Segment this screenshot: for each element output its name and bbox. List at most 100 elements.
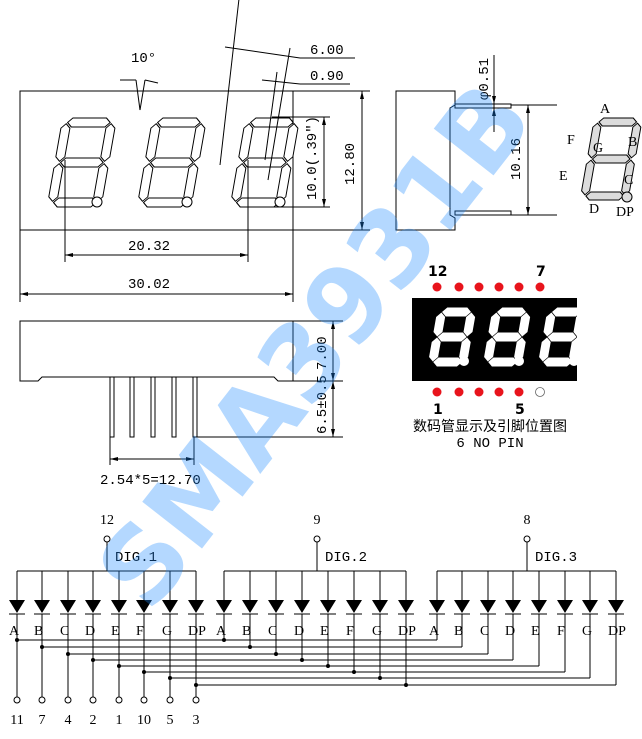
segment-d <box>488 357 518 367</box>
common-pin-terminal <box>313 535 321 543</box>
segment-c <box>183 162 199 203</box>
led-diode-dp <box>188 600 204 613</box>
segment-name: DP <box>188 624 206 639</box>
segment-name: DP <box>608 624 626 639</box>
led-diode-c <box>480 600 496 613</box>
angle-line <box>139 79 146 111</box>
arrowhead <box>526 105 530 113</box>
extension-line <box>264 71 278 161</box>
segment-g <box>492 332 522 342</box>
led-diode-a <box>216 600 232 613</box>
segment-pin-5: 5 <box>167 713 174 728</box>
arrowhead <box>331 429 335 437</box>
display-digit-3 <box>539 307 586 367</box>
digit-label: DIG.3 <box>535 550 577 566</box>
led-diode-b <box>242 600 258 613</box>
pin-dot-top <box>454 282 464 292</box>
digit-outline-3 <box>231 117 299 208</box>
display-decimal-point <box>514 356 524 366</box>
arrowhead <box>65 253 73 257</box>
segment-e <box>429 337 441 362</box>
pin-lead <box>129 376 135 438</box>
pin-label-1: 1 <box>433 402 443 418</box>
segment-label-e: E <box>559 169 568 184</box>
segment-name: E <box>531 624 540 639</box>
pin-dot-top <box>494 282 504 292</box>
led-diode-d <box>294 600 310 613</box>
dim-digit-height: 10.0(.39") <box>305 116 321 200</box>
pin-top <box>454 103 512 109</box>
extension-line <box>219 0 240 166</box>
dim-segment-thickness: 0.90 <box>310 69 344 85</box>
dim-line <box>144 79 159 84</box>
segment-name: E <box>320 624 329 639</box>
angle-line <box>135 79 141 111</box>
segment-pin-10: 10 <box>137 713 151 728</box>
dim-line <box>224 46 301 59</box>
segment-name: D <box>85 624 95 639</box>
segment-f <box>145 122 161 163</box>
segment-name: C <box>268 624 277 639</box>
led-diode-e <box>531 600 547 613</box>
common-pin-9: 9 <box>314 513 321 528</box>
display-digit-1 <box>429 307 476 367</box>
segment-label-a: A <box>600 102 611 117</box>
pin-dot-top <box>432 282 442 292</box>
pin-dot-bottom <box>474 387 484 397</box>
pinout-note: 6 NO PIN <box>456 436 523 452</box>
pin-label-5: 5 <box>515 402 525 418</box>
segment-label-b: B <box>628 135 637 150</box>
segment-f <box>433 312 446 337</box>
pin-dot-bottom <box>514 387 524 397</box>
segment-legend-digit <box>581 117 642 201</box>
arrowhead <box>360 222 364 230</box>
segment-pin-3: 3 <box>193 713 200 728</box>
segment-name: A <box>216 624 227 639</box>
segment-e <box>138 162 154 203</box>
segment-d <box>433 357 463 367</box>
bottom-body <box>19 320 294 382</box>
led-diode-e <box>111 600 127 613</box>
segment-dp <box>621 191 633 203</box>
arrowhead <box>526 207 530 215</box>
segment-g <box>547 332 577 342</box>
pin-dot-top <box>514 282 524 292</box>
segment-d <box>142 197 187 208</box>
common-pin-terminal <box>523 535 531 543</box>
pin-lead <box>150 376 156 438</box>
pin-bottom <box>454 210 512 216</box>
segment-a <box>66 117 111 128</box>
arrowhead <box>240 253 248 257</box>
segment-pin-terminal <box>38 696 46 704</box>
common-pin-12: 12 <box>100 513 114 528</box>
segment-e <box>484 337 496 362</box>
segment-g <box>149 157 194 168</box>
led-diode-g <box>582 600 598 613</box>
segment-g <box>591 154 631 164</box>
led-diode-d <box>85 600 101 613</box>
segment-d <box>52 197 97 208</box>
pinout-caption: 数码管显示及引脚位置图 <box>413 419 567 435</box>
digit-label: DIG.2 <box>325 550 367 566</box>
segment-pin-terminal <box>140 696 148 704</box>
common-pin-8: 8 <box>524 513 531 528</box>
segment-b <box>283 122 299 163</box>
led-diode-b <box>454 600 470 613</box>
dim-pin-length: 6.5±0.5 <box>315 375 331 434</box>
led-diode-a <box>429 600 445 613</box>
arrowhead <box>331 321 335 329</box>
segment-e <box>48 162 64 203</box>
dim-body-height: 12.80 <box>343 143 359 185</box>
segment-name: C <box>60 624 69 639</box>
digit-outline-1 <box>48 117 116 208</box>
segment-d <box>235 197 280 208</box>
segment-b <box>463 312 476 337</box>
segment-f <box>238 122 254 163</box>
side-body <box>395 90 456 231</box>
